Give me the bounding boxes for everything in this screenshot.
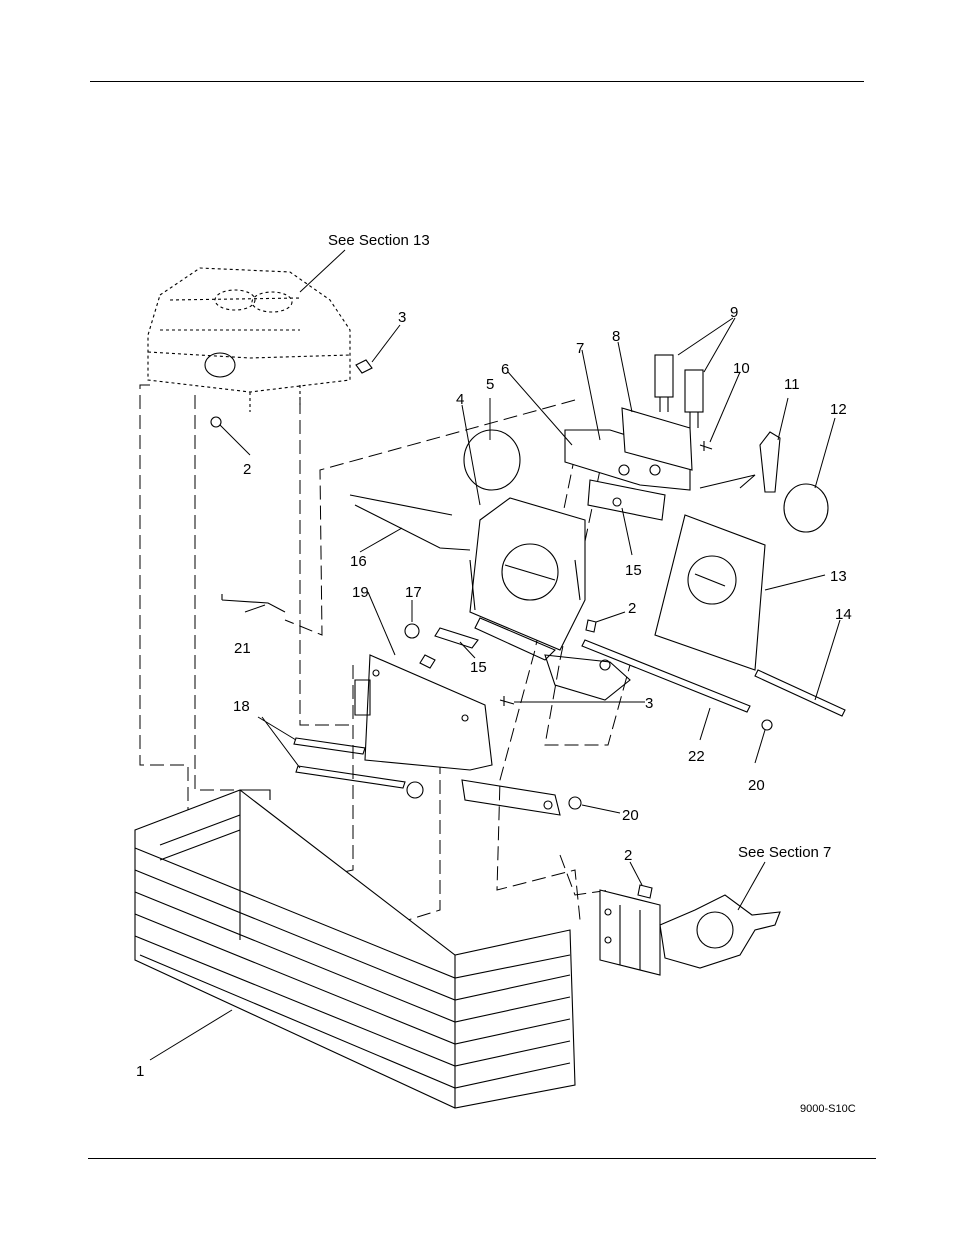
callout-3-top: 3 — [398, 309, 406, 326]
callout-6: 6 — [501, 361, 509, 378]
part-4-bracket — [470, 498, 585, 650]
part-20-washer-lower — [569, 797, 581, 809]
callout-4: 4 — [456, 391, 464, 408]
callout-3-center: 3 — [645, 695, 653, 712]
callout-20-right: 20 — [748, 777, 765, 794]
mounting-plate — [545, 655, 630, 700]
part-20-washer-right — [762, 720, 772, 730]
callout-15-upper: 15 — [625, 562, 642, 579]
callout-17: 17 — [405, 584, 422, 601]
callout-13: 13 — [830, 568, 847, 585]
part-2-pin-lower — [638, 885, 652, 898]
section-7-label: See Section 7 — [738, 844, 831, 861]
figure-code: 9000-S10C — [800, 1103, 856, 1115]
part-1-louvered-housing — [135, 790, 575, 1108]
part-19-front-panel — [355, 655, 560, 815]
part-16-rod — [350, 495, 470, 550]
callout-19: 19 — [352, 584, 369, 601]
callout-20-lower: 20 — [622, 807, 639, 824]
part-14-shaft — [755, 670, 845, 716]
callout-22: 22 — [688, 748, 705, 765]
callout-2-center: 2 — [628, 600, 636, 617]
part-10-screw — [700, 441, 712, 451]
callout-12: 12 — [830, 401, 847, 418]
callout-10: 10 — [733, 360, 750, 377]
part-9-relays — [655, 355, 703, 428]
callout-15-lower: 15 — [470, 659, 487, 676]
callout-14: 14 — [835, 606, 852, 623]
section-13-label: See Section 13 — [328, 232, 430, 249]
callout-5: 5 — [486, 376, 494, 393]
part-13-panel — [655, 475, 765, 670]
callout-11: 11 — [784, 376, 800, 393]
callout-16: 16 — [350, 553, 367, 570]
section-7-assembly — [600, 890, 780, 975]
section-13-assembly — [148, 268, 372, 427]
footer-rule — [88, 1158, 876, 1159]
callout-7: 7 — [576, 340, 584, 357]
part-11-clip — [760, 432, 780, 492]
callout-18: 18 — [233, 698, 250, 715]
callout-9: 9 — [730, 304, 738, 321]
callout-8: 8 — [612, 328, 620, 345]
callout-2-bottom: 2 — [624, 847, 632, 864]
part-2-pin-center — [586, 620, 596, 632]
part-3-screw-center — [500, 696, 514, 706]
callout-2-top: 2 — [243, 461, 251, 478]
callout-21: 21 — [234, 640, 251, 657]
part-12-disc — [784, 484, 828, 532]
callout-1: 1 — [136, 1063, 144, 1080]
